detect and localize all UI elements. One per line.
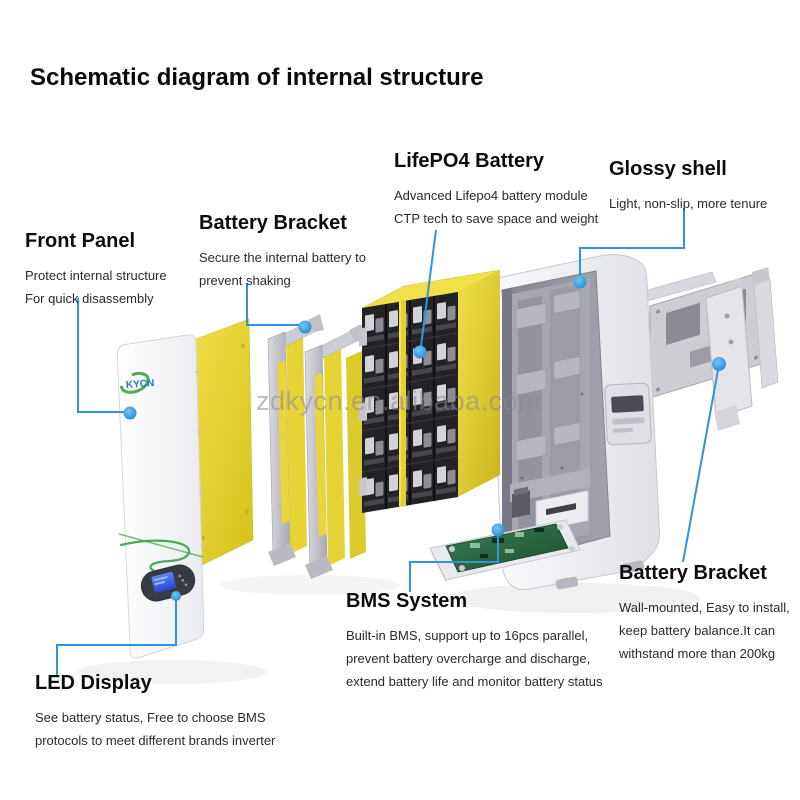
callout-dots — [123, 275, 726, 601]
shell-handle-recess — [604, 382, 652, 446]
led-callout-dot — [171, 591, 181, 601]
glossy-shell-graphic — [488, 253, 661, 591]
front-panel-label: Front Panel Protect internal structure F… — [25, 230, 167, 310]
battery-bracket-right-desc-line: withstand more than 200kg — [619, 646, 776, 661]
led-display-desc-line: protocols to meet different brands inver… — [35, 733, 276, 748]
led-display-label: LED Display See battery status, Free to … — [35, 672, 275, 752]
front-panel-heading: Front Panel — [25, 230, 136, 252]
battery-bracket-rails-graphic — [267, 314, 366, 579]
led-callout-line — [56, 600, 177, 676]
lifepo4-battery-desc-line: CTP tech to save space and weight — [394, 211, 599, 226]
lifepo4-callout-dot — [413, 345, 427, 359]
battery-bracket-top-heading: Battery Bracket — [199, 212, 347, 234]
callout-lines — [56, 208, 719, 676]
glossy-shell-heading: Glossy shell — [609, 158, 727, 180]
led-display-desc-line: See battery status, Free to choose BMS — [35, 710, 266, 725]
front-panel-desc-line: For quick disassembly — [25, 291, 154, 306]
page-title: Schematic diagram of internal structure — [30, 64, 484, 91]
watermark: zdkycn.en.alibaba.com — [256, 386, 542, 416]
battery-bracket-top-label: Battery Bracket Secure the internal batt… — [199, 212, 366, 292]
lifepo4-battery-label: LifePO4 Battery Advanced Lifepo4 battery… — [394, 150, 598, 230]
battery-bracket-top-callout-dot — [298, 320, 312, 334]
bms-callout-line — [409, 536, 499, 592]
battery-bracket-right-callout-dot — [712, 357, 726, 371]
led-display-heading: LED Display — [35, 672, 152, 694]
led-display-graphic — [140, 564, 196, 602]
bms-system-label: BMS System Built-in BMS, support up to 1… — [346, 590, 603, 693]
battery-bracket-top-desc-line: Secure the internal battery to — [199, 250, 366, 265]
front-panel-callout-line — [77, 298, 124, 413]
glossy-shell-callout-line — [579, 208, 685, 276]
front-panel-graphic: KYCN — [116, 334, 205, 659]
glossy-shell-label: Glossy shell Light, non-slip, more tenur… — [609, 158, 767, 215]
lifepo4-callout-line — [420, 229, 437, 347]
bms-callout-dot — [491, 523, 505, 537]
battery-bracket-right-heading: Battery Bracket — [619, 562, 767, 584]
front-panel-desc-line: Protect internal structure — [25, 268, 167, 283]
battery-bracket-top-desc-line: prevent shaking — [199, 273, 291, 288]
bms-system-desc-line: prevent battery overcharge and discharge… — [346, 651, 591, 666]
bms-system-heading: BMS System — [346, 590, 468, 612]
bms-system-desc-line: extend battery life and monitor battery … — [346, 674, 603, 689]
battery-module-graphic — [359, 269, 501, 513]
battery-bracket-right-desc-line: keep battery balance.It can — [619, 623, 776, 638]
panel-accent-curve — [118, 533, 204, 573]
glossy-shell-callout-dot — [573, 275, 587, 289]
glossy-shell-desc-line: Light, non-slip, more tenure — [609, 196, 768, 211]
brand-logo-text: KYCN — [126, 378, 155, 391]
battery-bracket-right-callout-line — [682, 369, 719, 563]
lifepo4-battery-heading: LifePO4 Battery — [394, 150, 545, 172]
bms-system-desc-line: Built-in BMS, support up to 16pcs parall… — [346, 628, 589, 643]
wall-bracket-graphic — [639, 267, 779, 431]
battery-bracket-right-desc-line: Wall-mounted, Easy to install, — [619, 600, 790, 615]
ground-shadows — [77, 575, 700, 684]
battery-bracket-right-label: Battery Bracket Wall-mounted, Easy to in… — [619, 562, 790, 665]
battery-bracket-top-callout-line — [246, 283, 299, 326]
brand-logo: KYCN — [119, 371, 155, 394]
bms-board-graphic — [429, 519, 581, 586]
lifepo4-battery-desc-line: Advanced Lifepo4 battery module — [394, 188, 588, 203]
front-panel-callout-dot — [123, 406, 137, 420]
